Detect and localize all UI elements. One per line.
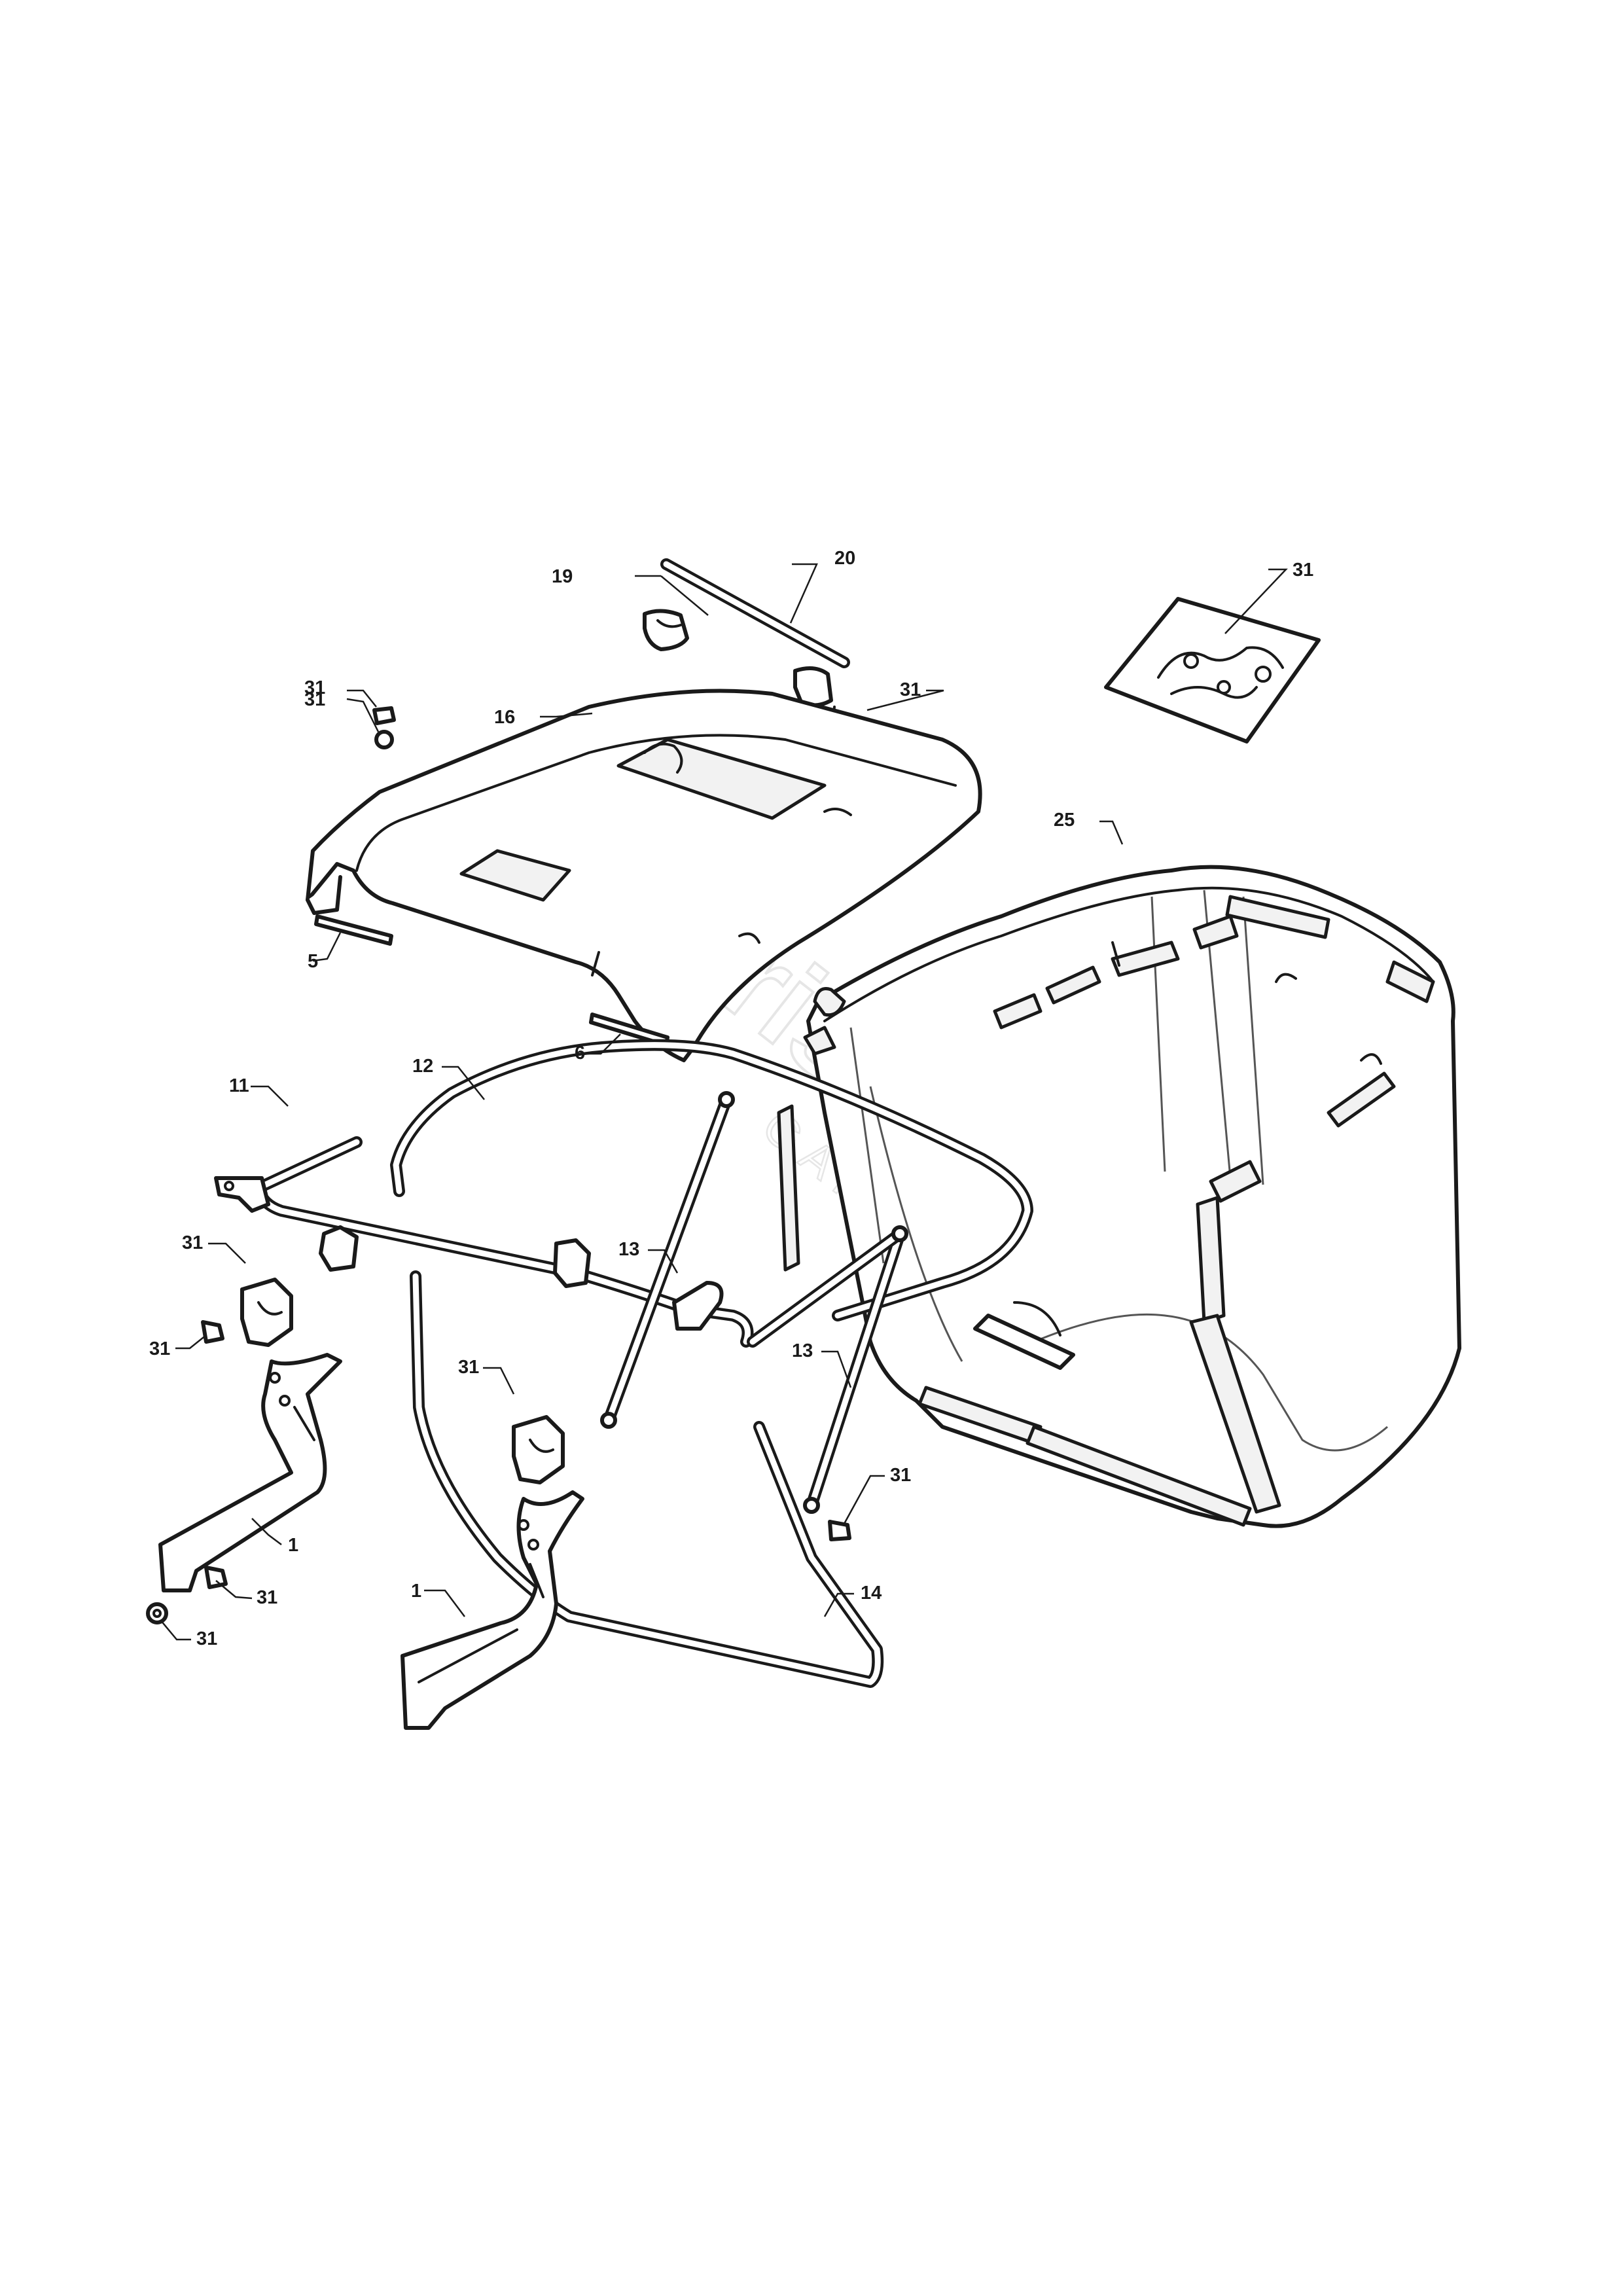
callout-31-kit: 31 xyxy=(1293,560,1313,581)
callout-12: 12 xyxy=(412,1056,433,1077)
callout-31-top-left-1: 31 xyxy=(304,677,325,698)
callout-14: 14 xyxy=(861,1583,882,1604)
callout-31-screw: 31 xyxy=(890,1465,911,1486)
part-11-frame xyxy=(214,1136,754,1348)
part-31-nut xyxy=(146,1602,168,1624)
part-31-hardware-kit xyxy=(1104,597,1321,744)
part-1-bracket-left xyxy=(158,1353,342,1592)
part-31-screw xyxy=(828,1520,851,1541)
part-31-clip-bracket-2 xyxy=(512,1415,565,1484)
callout-31-top-left-2: 31 xyxy=(304,689,325,710)
part-31-top-bolt xyxy=(372,706,396,749)
callout-5: 5 xyxy=(308,951,318,972)
part-31-bolt-2 xyxy=(204,1566,228,1589)
part-31-clip-bracket-1 xyxy=(240,1278,293,1347)
part-31-bolt-1 xyxy=(201,1320,224,1344)
callout-19: 19 xyxy=(552,566,573,587)
part-5-strip xyxy=(314,914,393,946)
leader-lines xyxy=(160,563,1288,1641)
callout-31-top-right: 31 xyxy=(900,679,921,700)
part-14-u-frame xyxy=(410,1270,884,1688)
part-13-strut-left xyxy=(600,1091,735,1429)
callout-16: 16 xyxy=(494,707,515,728)
callout-13-right: 13 xyxy=(792,1340,813,1361)
part-20-rod xyxy=(660,558,850,668)
callout-31-bolt-2: 31 xyxy=(257,1587,277,1608)
callout-20: 20 xyxy=(834,548,855,569)
callout-1-left: 1 xyxy=(288,1535,298,1556)
callout-11: 11 xyxy=(229,1075,249,1096)
part-1-bracket-right xyxy=(401,1490,584,1730)
part-16-top-cover xyxy=(306,689,982,1062)
callout-31-nut: 31 xyxy=(196,1628,217,1649)
callouts: 20 19 31 31 31 31 16 25 5 6 11 12 13 13 … xyxy=(149,548,1313,1649)
callout-25: 25 xyxy=(1054,810,1075,831)
callout-31-bracket-1: 31 xyxy=(182,1232,203,1253)
callout-31-bolt-1: 31 xyxy=(149,1338,170,1359)
part-25-grass-bag xyxy=(777,865,1461,1528)
callout-1-right: 1 xyxy=(411,1581,421,1602)
callout-13-left: 13 xyxy=(618,1239,639,1260)
callout-31-bracket-2: 31 xyxy=(458,1357,479,1378)
callout-6: 6 xyxy=(575,1043,585,1064)
part-13-strut-right xyxy=(747,1225,908,1514)
part-12-frame xyxy=(390,1039,1033,1321)
